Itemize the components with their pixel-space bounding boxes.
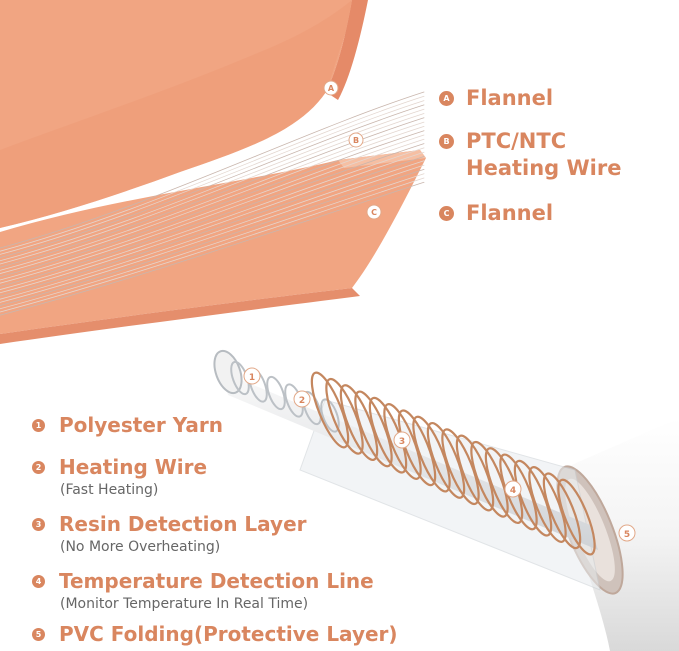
legend-cable-1-badge: 1 [32,419,45,432]
heating-wire-strand [0,143,425,287]
coil-loop [557,478,596,556]
flannel-sheet-a-fold [0,0,360,228]
legend-top-b: B PTC/NTC Heating Wire [439,128,659,182]
svg-text:5: 5 [624,530,630,540]
heating-wire-strand [0,104,425,258]
heating-wire-strand [0,164,425,303]
coil-loop [383,403,422,480]
coil-loop [354,390,393,468]
badge-5: 5 [618,524,636,542]
legend-cable-2: 2 Heating Wire (Fast Heating) [32,455,207,500]
coil-loop [528,466,567,543]
heating-wire-strand [0,134,425,281]
coil-loop [412,415,451,493]
legend-cable-4-sub: (Monitor Temperature In Real Time) [60,596,309,612]
heating-wire-strand [0,177,425,313]
svg-text:B: B [353,136,359,145]
heating-wire-strand [0,117,425,268]
legend-top-b-text: PTC/NTC Heating Wire [466,129,622,180]
heating-wire-strand [0,173,425,310]
coil-loop [455,434,495,512]
flannel-sheet-c-side [0,288,360,344]
badge-b: B [348,132,364,148]
coil-loop [513,459,553,537]
badge-4: 4 [504,480,522,498]
legend-cable-3-badge: 3 [32,518,45,531]
legend-top-a-badge: A [439,91,454,106]
coil-loop [325,377,364,455]
badge-1: 1 [243,367,261,385]
heating-wire-strand [0,169,425,306]
legend-top-b-badge: B [439,134,454,149]
coil-loop [339,384,379,462]
heating-wire-lines [0,91,425,316]
heating-wire-strand [0,130,425,278]
coil-loop [397,409,437,487]
heating-wire-strand [0,147,425,290]
svg-text:2: 2 [299,396,305,406]
heating-wire-strand [0,156,425,297]
legend-cable-4: 4 Temperature Detection Line (Monitor Te… [32,569,374,614]
legend-cable-2-sub: (Fast Heating) [60,482,159,498]
legend-cable-5-badge: 5 [32,628,45,641]
badge-3: 3 [393,431,411,449]
heating-wire-strand [0,108,425,262]
legend-cable-3-sub: (No More Overheating) [60,539,221,555]
legend-top-c-badge: C [439,206,454,221]
heating-wire-strand [0,113,425,265]
legend-cable-1: 1 Polyester Yarn [32,413,223,438]
coil-loop [426,421,466,499]
legend-cable-2-text: Heating Wire [59,455,208,479]
legend-cable-5: 5 PVC Folding(Protective Layer) [32,622,398,647]
legend-cable-3-text: Resin Detection Layer [59,512,307,536]
legend-cable-5-text: PVC Folding(Protective Layer) [59,622,398,646]
legend-top-c: C Flannel [439,200,553,227]
svg-text:3: 3 [399,437,405,447]
legend-top-c-text: Flannel [466,201,554,225]
legend-top-a: A Flannel [439,85,553,112]
heating-wire-strand [0,126,425,274]
heating-wire-strand [0,100,425,255]
legend-top-a-text: Flannel [466,86,554,110]
heating-wire-strand [0,160,425,300]
legend-cable-2-badge: 2 [32,461,45,474]
heating-wire-strand [0,91,425,249]
badge-c: C [366,204,382,220]
flannel-sheet-a-edge [326,0,368,100]
badge-a: A [323,80,339,96]
svg-text:C: C [371,208,377,217]
coil-loop [542,472,582,550]
badge-2: 2 [293,390,311,408]
svg-text:4: 4 [510,486,516,496]
svg-text:A: A [328,84,335,93]
coil-loop [470,440,509,518]
heating-wire-strand [0,138,425,284]
coil-loop [368,396,408,474]
legend-cable-1-text: Polyester Yarn [59,413,223,437]
core-rings [230,360,340,433]
coil-loop [441,428,480,506]
heating-wire-strand [0,121,425,271]
coil-loop [310,371,350,449]
legend-cable-3: 3 Resin Detection Layer (No More Overhea… [32,512,307,557]
core-ring [320,398,340,433]
heating-wire-strand [0,151,425,294]
legend-cable-4-badge: 4 [32,575,45,588]
core-ring [266,375,286,411]
legend-cable-4-text: Temperature Detection Line [59,569,374,593]
heating-wire-strand [0,181,425,316]
heating-wire-strand [0,95,425,252]
svg-text:1: 1 [249,373,255,383]
